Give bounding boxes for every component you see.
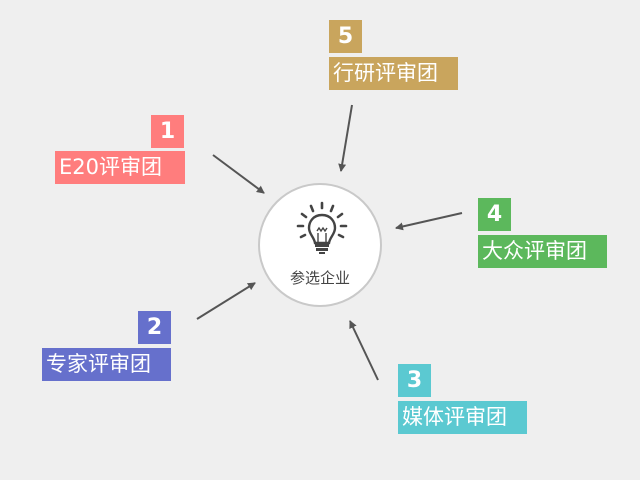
node-2-number: 2 [138,311,171,344]
node-5-number: 5 [329,20,362,53]
node-1-number: 1 [151,115,184,148]
lightbulb-icon [296,201,348,254]
center-node: 参选企业 [258,183,382,307]
node-3-label: 媒体评审团 [398,401,527,434]
arrow-4 [395,212,463,231]
node-1-label: E20评审团 [55,151,185,184]
node-4-label: 大众评审团 [478,235,607,268]
arrow-2 [196,282,256,320]
arrow-5 [338,104,353,172]
node-3-number: 3 [398,364,431,397]
node-4-number: 4 [478,198,511,231]
arrow-3 [349,320,379,381]
center-label: 参选企业 [289,269,350,287]
node-5-label: 行研评审团 [329,57,458,90]
arrow-1 [212,154,265,194]
node-2-label: 专家评审团 [42,348,171,381]
